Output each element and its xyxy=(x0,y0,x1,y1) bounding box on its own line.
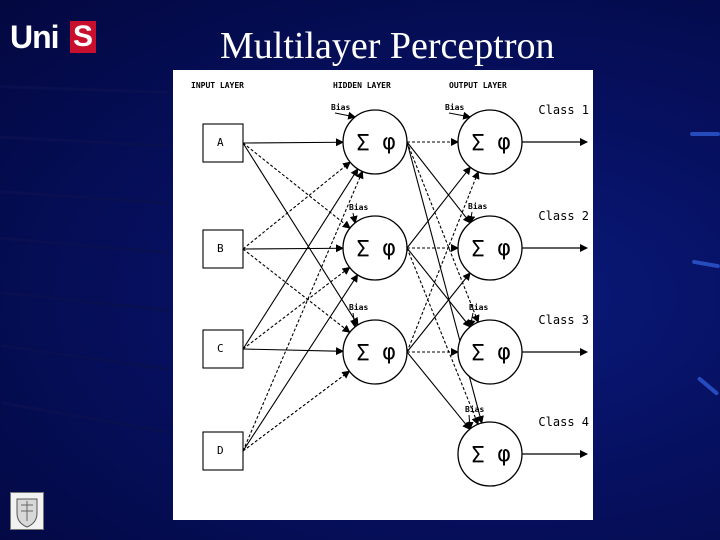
input-node-box xyxy=(202,329,244,369)
background-streak xyxy=(0,236,170,255)
input-node-box xyxy=(202,229,244,269)
class-label: Class 1 xyxy=(538,103,589,117)
hidden-output-connection xyxy=(406,247,480,426)
hidden-output-connection xyxy=(406,141,480,324)
hidden-neuron xyxy=(342,109,408,175)
bias-label: Bias xyxy=(465,404,484,414)
class-label: Class 4 xyxy=(538,415,589,429)
background-streak xyxy=(0,190,170,205)
input-hidden-connection xyxy=(242,347,345,356)
bias-arrow xyxy=(350,312,359,329)
bias-label: Bias xyxy=(331,102,350,112)
hidden-neuron-sum-symbol: Σ xyxy=(356,341,369,366)
output-neuron-sum-symbol: Σ xyxy=(471,131,484,156)
bias-arrow xyxy=(465,414,474,431)
hidden-neuron xyxy=(342,319,408,385)
input-node-label: D xyxy=(217,444,224,457)
output-neuron xyxy=(457,319,523,385)
input-hidden-connection xyxy=(242,142,351,229)
input-hidden-connection xyxy=(242,248,351,333)
input-hidden-connection xyxy=(242,138,345,147)
bias-arrow xyxy=(467,211,476,225)
output-neuron-activation-symbol: φ xyxy=(497,236,510,261)
input-hidden-connection xyxy=(242,370,351,452)
input-hidden-connection xyxy=(242,142,359,326)
output-neuron-sum-symbol: Σ xyxy=(471,443,484,468)
output-neuron-sum-symbol: Σ xyxy=(471,341,484,366)
input-layer-label: INPUT LAYER xyxy=(191,81,244,90)
input-hidden-connection xyxy=(242,273,359,452)
input-node-box xyxy=(202,431,244,471)
output-neuron xyxy=(457,215,523,281)
university-crest-icon xyxy=(10,492,44,530)
hidden-layer-label: HIDDEN LAYER xyxy=(333,81,391,90)
output-neuron xyxy=(457,421,523,487)
bias-label: Bias xyxy=(445,102,464,112)
bias-arrow xyxy=(467,312,476,329)
bias-arrow xyxy=(334,111,357,120)
hidden-output-connection xyxy=(406,272,471,353)
hidden-output-connection xyxy=(406,351,471,430)
background-streak xyxy=(1,401,169,434)
bias-label: Bias xyxy=(468,201,487,211)
output-neuron-activation-symbol: φ xyxy=(497,442,510,467)
hidden-neuron-sum-symbol: Σ xyxy=(356,131,369,156)
input-node-label: B xyxy=(217,242,224,255)
input-node-box xyxy=(202,123,244,163)
logo-text: Uni xyxy=(10,19,60,55)
hidden-output-connection xyxy=(406,170,480,353)
bias-label: Bias xyxy=(469,302,488,312)
background-streak xyxy=(696,376,720,396)
hidden-neuron-activation-symbol: φ xyxy=(382,340,395,365)
output-neuron-activation-symbol: φ xyxy=(497,340,510,365)
background-streak xyxy=(690,132,720,136)
background-streak xyxy=(0,85,171,94)
diagram-panel: INPUT LAYER HIDDEN LAYER OUTPUT LAYER A B C D Σ… xyxy=(173,70,593,520)
background-streak xyxy=(0,344,170,371)
hidden-neuron-sum-symbol: Σ xyxy=(356,237,369,262)
hidden-output-connection xyxy=(406,247,471,328)
input-hidden-connection xyxy=(242,244,345,253)
bias-arrow xyxy=(448,111,472,120)
background-streak xyxy=(691,259,720,269)
bias-arrow xyxy=(349,212,358,225)
hidden-output-connection xyxy=(406,166,471,249)
background-streak xyxy=(0,291,170,312)
input-hidden-connection xyxy=(242,266,351,350)
input-hidden-connection xyxy=(242,161,351,250)
hidden-neuron-activation-symbol: φ xyxy=(382,130,395,155)
logo-accent-letter: S xyxy=(70,21,96,53)
hidden-output-connection xyxy=(406,141,471,224)
input-node-label: A xyxy=(217,136,224,149)
class-label: Class 2 xyxy=(538,209,589,223)
output-neuron xyxy=(457,109,523,175)
hidden-neuron-activation-symbol: φ xyxy=(382,236,395,261)
output-layer-label: OUTPUT LAYER xyxy=(449,81,507,90)
class-label: Class 3 xyxy=(538,313,589,327)
bias-label: Bias xyxy=(349,302,368,312)
output-neuron-sum-symbol: Σ xyxy=(471,237,484,262)
hidden-neuron xyxy=(342,215,408,281)
input-hidden-connection xyxy=(242,168,359,350)
mlp-diagram: INPUT LAYER HIDDEN LAYER OUTPUT LAYER A B C D Σ… xyxy=(191,81,589,487)
slide-title: Multilayer Perceptron xyxy=(220,25,555,67)
hidden-output-connection xyxy=(406,141,484,425)
background-streak xyxy=(0,135,170,148)
input-hidden-connection xyxy=(242,170,364,452)
unis-logo: Uni S xyxy=(10,20,96,56)
output-neuron-activation-symbol: φ xyxy=(497,130,510,155)
bias-label: Bias xyxy=(349,202,368,212)
input-node-label: C xyxy=(217,342,224,355)
